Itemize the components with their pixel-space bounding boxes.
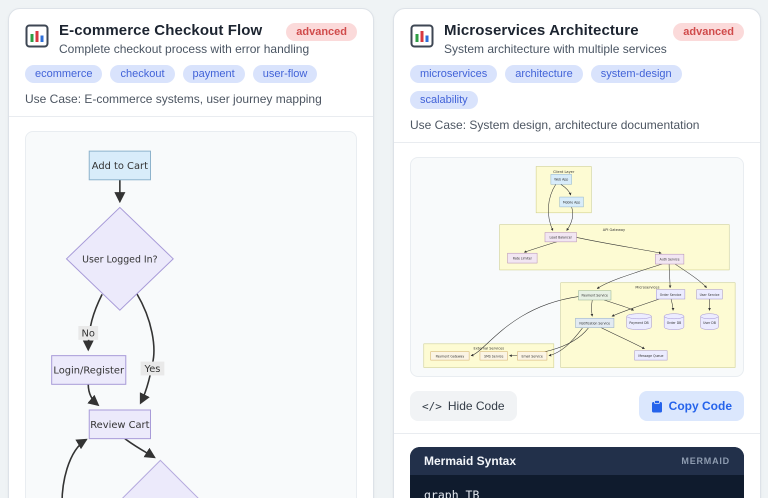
checkout-flowchart-svg: No Yes Add to Cart User Logged In? xyxy=(51,150,199,498)
node-payment-db: Payment DB xyxy=(626,313,652,330)
card-header: E-commerce Checkout Flow Complete checko… xyxy=(9,9,373,116)
tag-pill: ecommerce xyxy=(25,65,103,83)
clipboard-icon xyxy=(651,399,662,412)
svg-text:Mobile App: Mobile App xyxy=(563,200,580,204)
node-web-app: Web App xyxy=(550,174,572,185)
node-payment-gateway: Payment Gateway xyxy=(430,351,470,361)
svg-text:Order Service: Order Service xyxy=(660,293,682,297)
tag-pill: microservices xyxy=(410,65,498,83)
bar-chart-icon xyxy=(410,24,434,48)
architecture-svg: Client Layer API Gateway Microservices E… xyxy=(423,166,736,368)
svg-text:Payment Service: Payment Service xyxy=(582,294,608,298)
card-description: System architecture with multiple servic… xyxy=(444,42,667,56)
code-language-badge: MERMAID xyxy=(681,456,730,466)
svg-text:User DB: User DB xyxy=(703,321,716,325)
svg-text:SMS Service: SMS Service xyxy=(484,354,503,358)
card-ecommerce-checkout: E-commerce Checkout Flow Complete checko… xyxy=(8,8,374,498)
tag-list: microservices architecture system-design… xyxy=(410,65,744,109)
tag-pill: system-design xyxy=(590,65,682,83)
copy-code-button[interactable]: Copy Code xyxy=(638,391,744,421)
svg-text:Yes: Yes xyxy=(143,364,160,375)
node-user-db: User DB xyxy=(700,313,719,330)
node-user-service: User Service xyxy=(696,289,723,300)
node-mobile-app: Mobile App xyxy=(559,196,584,208)
svg-text:Auth Service: Auth Service xyxy=(660,257,680,261)
svg-text:External Services: External Services xyxy=(473,347,504,351)
hide-code-button[interactable]: </> Hide Code xyxy=(410,391,517,421)
tag-pill: payment xyxy=(182,65,245,83)
divider xyxy=(394,142,760,143)
code-line: graph TB xyxy=(424,488,480,498)
svg-text:Payment Gateway: Payment Gateway xyxy=(436,354,465,358)
svg-text:User Service: User Service xyxy=(700,293,720,297)
svg-text:Review Cart: Review Cart xyxy=(90,420,149,431)
node-message-queue: Message Queue xyxy=(634,350,668,361)
node-auth-service: Auth Service xyxy=(655,253,685,265)
svg-text:Email Service: Email Service xyxy=(522,354,543,358)
divider xyxy=(9,116,373,117)
edge-label-no: No xyxy=(78,326,99,340)
divider xyxy=(394,433,760,434)
svg-text:User Logged In?: User Logged In? xyxy=(82,254,157,265)
copy-code-label: Copy Code xyxy=(668,399,732,413)
node-login-register: Login/Register xyxy=(51,355,127,385)
tag-pill: user-flow xyxy=(252,65,318,83)
page-title: E-commerce Checkout Flow xyxy=(59,22,263,39)
edge-label-yes: Yes xyxy=(140,361,165,376)
node-add-to-cart: Add to Cart xyxy=(88,150,151,181)
mermaid-code-panel: Mermaid Syntax MERMAID graph TB subgraph… xyxy=(410,447,744,498)
code-icon: </> xyxy=(422,399,442,413)
code-panel-title: Mermaid Syntax xyxy=(424,454,517,468)
hide-code-label: Hide Code xyxy=(447,399,505,413)
svg-text:Client Layer: Client Layer xyxy=(553,170,575,174)
svg-text:No: No xyxy=(82,328,95,339)
tag-pill: scalability xyxy=(410,91,478,109)
node-rate-limiter: Rate Limiter xyxy=(507,252,538,264)
node-load-balancer: Load Balancer xyxy=(544,232,577,243)
svg-text:Message Queue: Message Queue xyxy=(638,354,663,358)
card-microservices-architecture: Microservices Architecture System archit… xyxy=(393,8,761,498)
node-order-service: Order Service xyxy=(656,289,686,300)
node-decision-partial xyxy=(122,459,199,498)
node-notification-service: Notification Service xyxy=(575,317,615,328)
node-sms-service: SMS Service xyxy=(479,351,508,361)
use-case-text: Use Case: E-commerce systems, user journ… xyxy=(25,92,322,106)
diagram-actions: </> Hide Code Copy Code xyxy=(410,391,744,421)
card-header: Microservices Architecture System archit… xyxy=(394,9,760,142)
svg-text:Web App: Web App xyxy=(554,178,568,182)
node-user-logged-in: User Logged In? xyxy=(65,206,174,311)
bar-chart-icon xyxy=(25,24,49,48)
svg-text:Rate Limiter: Rate Limiter xyxy=(513,257,533,261)
tag-pill: architecture xyxy=(505,65,583,83)
page-title: Microservices Architecture xyxy=(444,22,639,39)
node-email-service: Email Service xyxy=(517,351,548,361)
node-payment-service: Payment Service xyxy=(578,290,612,301)
svg-text:Order DB: Order DB xyxy=(667,321,682,325)
node-review-cart: Review Cart xyxy=(88,409,151,440)
code-panel-header: Mermaid Syntax MERMAID xyxy=(410,447,744,475)
svg-text:Microservices: Microservices xyxy=(635,286,659,290)
svg-text:API Gateway: API Gateway xyxy=(603,228,625,232)
svg-text:Notification Service: Notification Service xyxy=(579,321,610,325)
tag-pill: checkout xyxy=(110,65,175,83)
difficulty-badge: advanced xyxy=(286,23,357,41)
card-description: Complete checkout process with error han… xyxy=(59,42,310,56)
node-order-db: Order DB xyxy=(663,313,685,330)
subgraph-api-gateway: API Gateway xyxy=(499,224,730,271)
svg-text:Login/Register: Login/Register xyxy=(53,365,125,376)
use-case-text: Use Case: System design, architecture do… xyxy=(410,118,700,132)
flowchart-diagram: No Yes Add to Cart User Logged In? xyxy=(25,131,357,498)
architecture-diagram: Client Layer API Gateway Microservices E… xyxy=(410,157,744,377)
code-block[interactable]: graph TB subgraph "Client Layer" A[Web A… xyxy=(410,475,744,498)
difficulty-badge: advanced xyxy=(673,23,744,41)
svg-text:Load Balancer: Load Balancer xyxy=(550,236,573,240)
svg-text:Add to Cart: Add to Cart xyxy=(92,161,148,172)
svg-text:Payment DB: Payment DB xyxy=(629,321,648,325)
tag-list: ecommerce checkout payment user-flow xyxy=(25,65,357,83)
